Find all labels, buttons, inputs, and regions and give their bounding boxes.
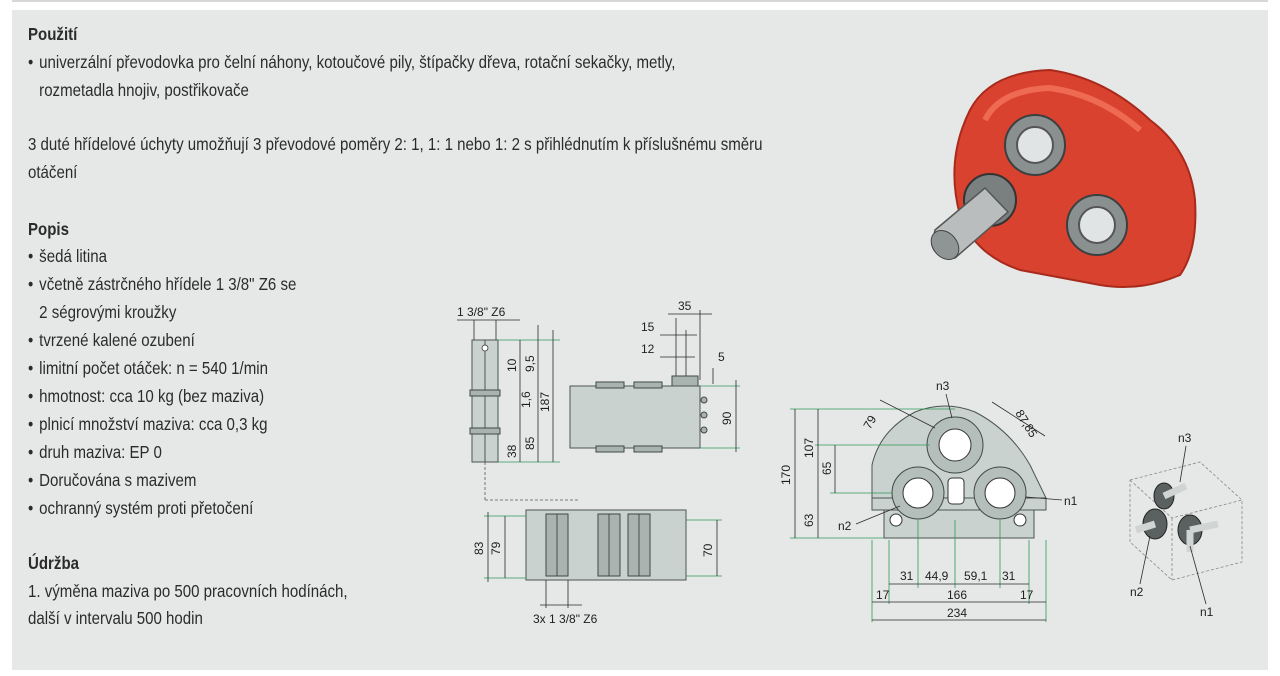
dim-front: 79 [860,413,879,432]
side-view-shaft: 1 3/8" Z6 10 9,5 1,6 187 38 85 [457,305,580,501]
description-heading: Popis [28,219,69,239]
dim-front: 63 [802,513,816,527]
dim-front: 31 [1002,569,1016,583]
iso-label-n1: n1 [1200,605,1214,619]
usage-heading: Použití [28,24,78,44]
usage-paragraph: 3 duté hřídelové úchyty umožňují 3 převo… [28,134,763,154]
description-item: včetně zástrčného hřídele 1 3/8" Z6 se [28,272,296,297]
dim-top: 35 [678,299,692,313]
gearbox-photo [930,68,1197,289]
dim-front: 31 [900,569,914,583]
shaft-label: 1 3/8" Z6 [457,305,506,319]
usage-paragraph-cont: otáčení [28,162,78,182]
bottom-label: 3x 1 3/8" Z6 [533,612,598,626]
description-item: šedá litina [28,244,107,269]
dim-shaft: 10 [505,358,519,372]
top-divider [12,0,1268,2]
description-item-cont: 2 ségrovými kroužky [39,302,177,322]
iso-label-n3: n3 [1178,431,1192,445]
maintenance-line: 1. výměna maziva po 500 pracovních hodín… [28,581,348,601]
dim-front: 59,1 [964,569,988,583]
description-item: limitní počet otáček: n = 540 1/min [28,356,268,381]
dim-front: 17 [1020,588,1034,602]
description-item: Doručována s mazivem [28,468,196,493]
maintenance-heading: Údržba [28,553,80,573]
usage-bullet-cont: rozmetadla hnojiv, postřikovače [39,80,249,100]
dim-front: 65 [820,461,834,475]
usage-bullet: univerzální převodovka pro čelní náhony,… [28,50,675,75]
description-item: hmotnost: cca 10 kg (bez maziva) [28,384,264,409]
description-item: druh maziva: EP 0 [28,440,162,465]
dim-top: 5 [718,350,725,364]
maintenance-line: další v intervalu 500 hodin [28,608,203,628]
description-item: ochranný systém proti přetočení [28,496,253,521]
dim-bottom: 70 [701,543,715,557]
dim-bottom: 79 [489,541,503,555]
label-n3: n3 [936,379,950,393]
label-n1: n1 [1064,494,1078,508]
dim-shaft: 85 [523,436,537,450]
top-view: 35 15 12 5 90 [569,299,740,453]
dim-front: 234 [947,606,967,620]
iso-label-n2: n2 [1130,585,1144,599]
dim-top: 90 [720,411,734,425]
description-item: tvrzené kalené ozubení [28,328,195,353]
dim-front: 44,9 [925,569,949,583]
label-n2: n2 [838,519,852,533]
description-item: plnicí množství maziva: cca 0,3 kg [28,412,267,437]
bottom-view: 83 79 70 3x 1 3/8" Z6 [472,509,722,626]
front-view: 170 107 65 63 n3 79 87,85 n1 n2 31 44,9 … [779,379,1078,622]
dim-shaft: 1,6 [519,391,533,408]
dim-shaft: 9,5 [523,355,537,372]
dim-front: 166 [947,588,967,602]
dim-top: 15 [641,320,655,334]
isometric-view: n3 n2 n1 [1129,431,1243,619]
dim-front: 170 [779,465,793,485]
dim-top: 12 [641,342,655,356]
dim-shaft: 187 [538,392,552,412]
dim-shaft: 38 [505,444,519,458]
dim-front: 17 [876,588,890,602]
dim-bottom: 83 [472,541,486,555]
dim-front: 87,85 [1012,407,1040,440]
dim-front: 107 [802,438,816,458]
